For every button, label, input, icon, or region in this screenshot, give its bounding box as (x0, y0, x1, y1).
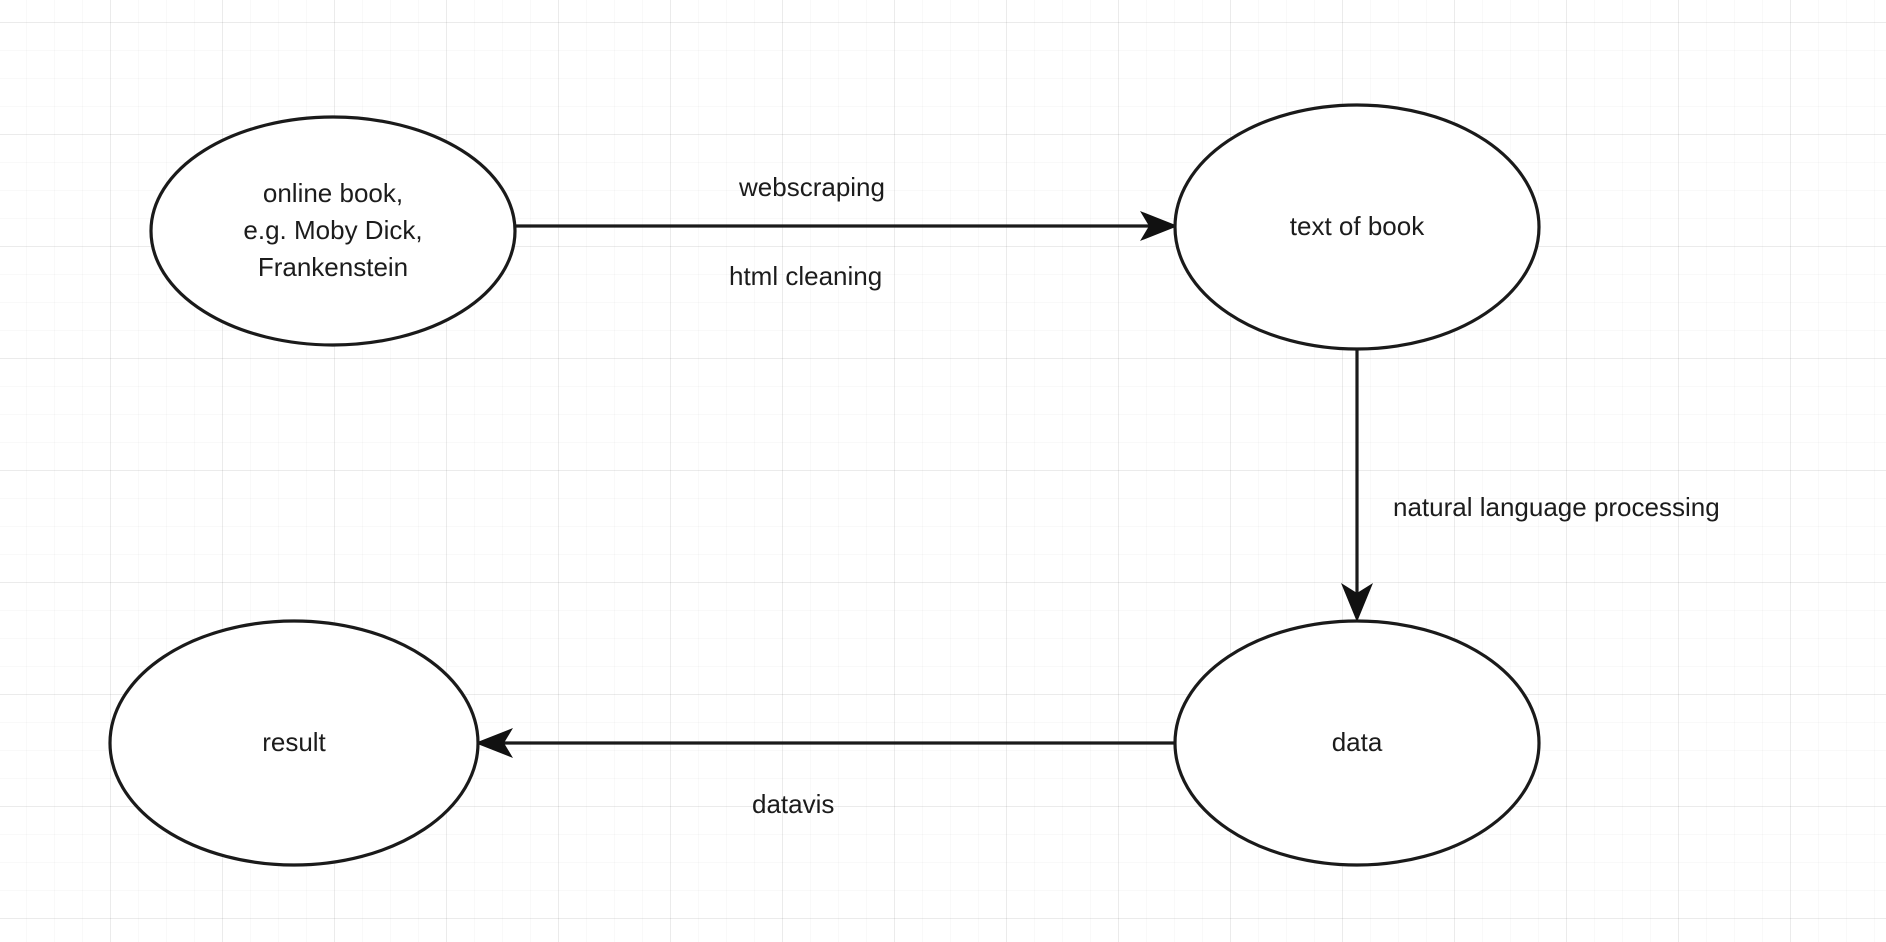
edge-text-to-data-arrowhead (1341, 583, 1373, 622)
node-result[interactable] (108, 619, 480, 867)
node-text-of-book[interactable] (1173, 103, 1541, 351)
edge-book-to-text (516, 211, 1178, 241)
edge-data-to-result-arrowhead (475, 728, 513, 758)
edge-book-to-text-arrowhead (1140, 211, 1178, 241)
node-data[interactable] (1173, 619, 1541, 867)
edge-data-to-result (475, 728, 1175, 758)
edge-label-html-cleaning: html cleaning (729, 261, 883, 291)
edge-label-natural-language-processing: natural language processing (1393, 492, 1720, 522)
node-online-book[interactable] (149, 115, 517, 347)
edge-text-to-data (1341, 349, 1373, 622)
edge-label-datavis: datavis (752, 789, 835, 819)
edge-label-webscraping: webscraping (739, 172, 885, 202)
